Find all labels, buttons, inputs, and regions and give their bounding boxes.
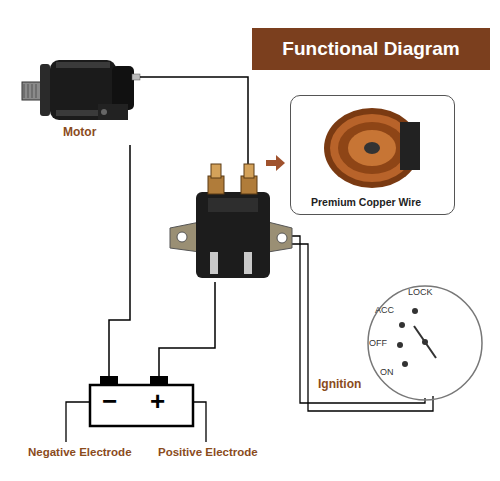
node-label: Premium Copper Wire: [311, 197, 421, 208]
pointer-arrow: [266, 155, 285, 171]
battery: −+: [88, 376, 195, 428]
node-label: OFF: [369, 339, 387, 348]
solenoid-illustration: [170, 164, 292, 278]
copper-wire-box: Premium Copper Wire: [290, 95, 455, 215]
title-banner: Functional Diagram: [252, 28, 490, 70]
part-label: Ignition: [318, 378, 361, 390]
part-label: Negative Electrode: [28, 447, 132, 459]
part-label: Positive Electrode: [158, 447, 258, 459]
diagram-title: Functional Diagram: [252, 28, 490, 70]
leader-line: [66, 402, 90, 442]
node-label: −: [102, 388, 117, 414]
copper-spool: [324, 108, 420, 188]
node-label: Motor: [63, 126, 96, 138]
motor-illustration: [22, 60, 140, 120]
node-label: ACC: [375, 306, 394, 315]
node-label: +: [150, 388, 165, 414]
wire-connector: [109, 145, 130, 376]
wire: [159, 282, 215, 376]
leader-line: [193, 402, 206, 442]
ignition-wire: [286, 244, 433, 411]
node-label: LOCK: [408, 288, 433, 297]
switch-details: [397, 308, 436, 367]
wire: [140, 77, 248, 168]
ignition-wire: [286, 236, 425, 403]
motor-node: Motor: [15, 55, 150, 145]
ignition-switch: LOCK ACC OFF ON: [366, 284, 484, 402]
node-label: ON: [380, 368, 394, 377]
